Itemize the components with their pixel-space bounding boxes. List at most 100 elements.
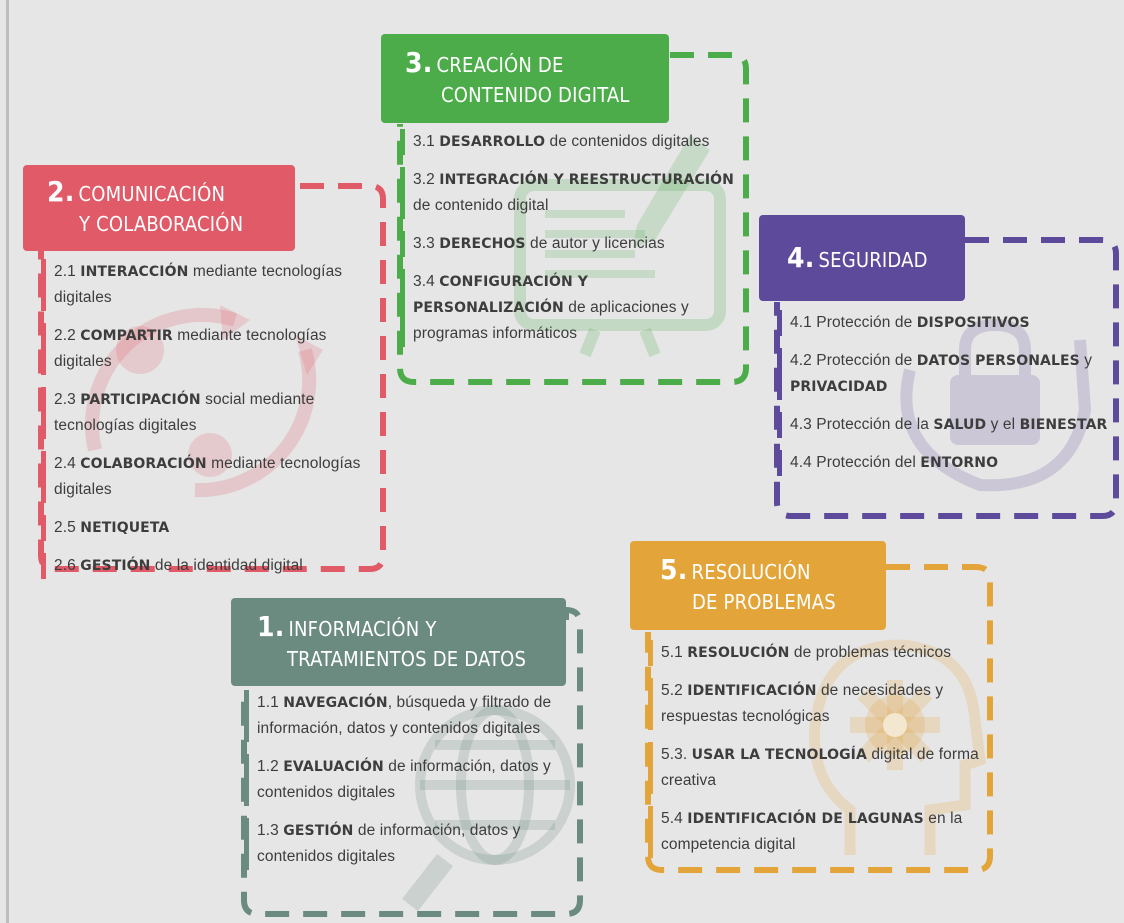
competence-text: 4.4 Protección del xyxy=(790,454,921,471)
items-informacion: 1.1 NAVEGACIÓN, búsqueda y filtrado de i… xyxy=(244,690,576,882)
competence-text: 5.1 xyxy=(661,644,688,661)
competence-item: 2.5 NETIQUETA xyxy=(41,515,371,541)
dashed-frame-informacion xyxy=(241,606,583,917)
competence-keyword: USAR LA TECNOLOGÍA xyxy=(691,747,867,763)
competence-text: de autor y licencias xyxy=(525,235,665,252)
competence-text: 2.2 xyxy=(54,327,81,344)
competence-text: y el xyxy=(986,416,1020,433)
competence-keyword: COLABORACIÓN xyxy=(80,456,207,472)
competence-text: 2.5 xyxy=(54,519,81,536)
competence-text: 2.6 xyxy=(54,557,81,574)
competence-keyword: INTERACCIÓN xyxy=(80,264,189,280)
competence-text: 5.4 xyxy=(661,810,688,827)
competence-keyword: PRIVACIDAD xyxy=(790,379,888,395)
competence-keyword: IDENTIFICACIÓN DE LAGUNAS xyxy=(687,811,924,827)
competence-keyword: CONFIGURACIÓN Y PERSONALIZACIÓN xyxy=(413,274,589,316)
competence-keyword: DESARROLLO xyxy=(439,134,546,150)
competence-keyword: DISPOSITIVOS xyxy=(916,315,1030,331)
competence-text: de aplicaciones y programas informáticos xyxy=(413,299,689,342)
competence-text: 3.3 xyxy=(413,235,440,252)
competence-text: 3.1 xyxy=(413,133,440,150)
competence-keyword: ENTORNO xyxy=(920,455,999,471)
competence-item: 5.3. USAR LA TECNOLOGÍA digital de forma… xyxy=(648,742,984,794)
competence-keyword: COMPARTIR xyxy=(80,328,173,344)
competence-item: 2.1 INTERACCIÓN mediante tecnologías dig… xyxy=(41,259,371,311)
competence-keyword: EVALUACIÓN xyxy=(283,759,384,775)
competence-item: 1.1 NAVEGACIÓN, búsqueda y filtrado de i… xyxy=(244,690,576,742)
competence-item: 4.4 Protección del ENTORNO xyxy=(777,450,1113,476)
competence-item: 2.6 GESTIÓN de la identidad digital xyxy=(41,553,371,579)
title-comunicacion: 2.COMUNICACIÓN Y COLABORACIÓN xyxy=(23,165,295,251)
competence-keyword: BIENESTAR xyxy=(1019,417,1108,433)
competence-text: 1.3 xyxy=(257,822,284,839)
competence-text: 4.2 Protección de xyxy=(790,352,917,369)
padlock-hands-icon xyxy=(900,318,1092,492)
title-seguridad: 4.SEGURIDAD xyxy=(759,215,965,301)
title-creacion: 3.CREACIÓN DE CONTENIDO DIGITAL xyxy=(381,34,669,123)
items-resolucion: 5.1 RESOLUCIÓN de problemas técnicos 5.2 … xyxy=(648,640,984,870)
competence-text: 4.3 Protección de la xyxy=(790,416,934,433)
dashed-frame-creacion xyxy=(397,52,749,385)
title-informacion: 1.INFORMACIÓN Y TRATAMIENTOS DE DATOS xyxy=(231,598,566,686)
competence-text: mediante tecnologías digitales xyxy=(54,327,327,370)
competence-text: mediante tecnologías digitales xyxy=(54,263,343,306)
competence-item: 3.2 INTEGRACIÓN Y REESTRUCTURACIÓN de co… xyxy=(400,167,740,219)
competence-text: social mediante tecnologías digitales xyxy=(54,391,315,434)
competence-item: 2.4 COLABORACIÓN mediante tecnologías di… xyxy=(41,451,371,503)
monitor-edit-icon xyxy=(514,135,726,358)
competence-item: 1.3 GESTIÓN de información, datos y cont… xyxy=(244,818,576,870)
competence-text: 1.1 xyxy=(257,694,284,711)
competence-keyword: RESOLUCIÓN xyxy=(687,645,790,661)
competence-text: de contenido digital xyxy=(413,197,549,214)
competence-text: de la identidad digital xyxy=(150,557,303,574)
competence-text: de necesidades y respuestas tecnológicas xyxy=(661,682,944,725)
competence-item: 5.2 IDENTIFICACIÓN de necesidades y resp… xyxy=(648,678,984,730)
competence-text: 3.4 xyxy=(413,273,440,290)
competence-text: , búsqueda y filtrado de información, da… xyxy=(257,694,552,737)
competence-text: 3.2 xyxy=(413,171,440,188)
title-resolucion: 5.RESOLUCIÓN DE PROBLEMAS xyxy=(630,541,886,630)
competence-keyword: PARTICIPACIÓN xyxy=(80,392,201,408)
competence-item: 4.1 Protección de DISPOSITIVOS xyxy=(777,310,1113,336)
dashed-frame-seguridad xyxy=(774,237,1119,519)
competence-item: 1.2 EVALUACIÓN de información, datos y c… xyxy=(244,754,576,806)
competence-keyword: IDENTIFICACIÓN xyxy=(687,683,817,699)
competence-item: 2.3 PARTICIPACIÓN social mediante tecnol… xyxy=(41,387,371,439)
competence-text: de información, datos y contenidos digit… xyxy=(257,822,521,865)
competence-keyword: GESTIÓN xyxy=(283,823,354,839)
competence-text: 5.2 xyxy=(661,682,688,699)
competence-item: 2.2 COMPARTIR mediante tecnologías digit… xyxy=(41,323,371,375)
competence-text: de problemas técnicos xyxy=(789,644,952,661)
competence-text: y xyxy=(1079,352,1093,369)
competence-text: digital de forma creativa xyxy=(661,746,979,789)
competence-item: 5.1 RESOLUCIÓN de problemas técnicos xyxy=(648,640,984,666)
competence-text: 4.1 Protección de xyxy=(790,314,917,331)
competence-text: 2.1 xyxy=(54,263,81,280)
competence-text: 2.3 xyxy=(54,391,81,408)
competence-text: en la competencia digital xyxy=(661,810,963,853)
competence-item: 4.3 Protección de la SALUD y el BIENESTA… xyxy=(777,412,1113,438)
head-gear-icon xyxy=(808,639,987,855)
competence-text: 1.2 xyxy=(257,758,284,775)
competence-item: 3.1 DESARROLLO de contenidos digitales xyxy=(400,129,740,155)
competence-text: mediante tecnologías digitales xyxy=(54,455,361,498)
competence-item: 4.2 Protección de DATOS PERSONALES y PRI… xyxy=(777,348,1113,400)
globe-search-icon xyxy=(402,705,575,912)
dashed-frame-comunicacion xyxy=(38,183,386,572)
items-comunicacion: 2.1 INTERACCIÓN mediante tecnologías dig… xyxy=(41,259,371,591)
competence-keyword: INTEGRACIÓN Y REESTRUCTURACIÓN xyxy=(439,172,734,188)
competence-keyword: GESTIÓN xyxy=(80,558,151,574)
competence-text: de contenidos digitales xyxy=(545,133,710,150)
competence-keyword: NETIQUETA xyxy=(80,520,170,536)
competence-text: de información, datos y contenidos digit… xyxy=(257,758,551,801)
competence-keyword: DATOS PERSONALES xyxy=(916,353,1080,369)
competence-item: 3.4 CONFIGURACIÓN Y PERSONALIZACIÓN de a… xyxy=(400,269,740,347)
items-seguridad: 4.1 Protección de DISPOSITIVOS 4.2 Protec… xyxy=(777,310,1113,488)
people-cycle-icon xyxy=(85,305,323,498)
page-edge-line xyxy=(6,0,9,923)
competence-item: 5.4 IDENTIFICACIÓN DE LAGUNAS en la comp… xyxy=(648,806,984,858)
competence-text: 2.4 xyxy=(54,455,81,472)
competence-item: 3.3 DERECHOS de autor y licencias xyxy=(400,231,740,257)
